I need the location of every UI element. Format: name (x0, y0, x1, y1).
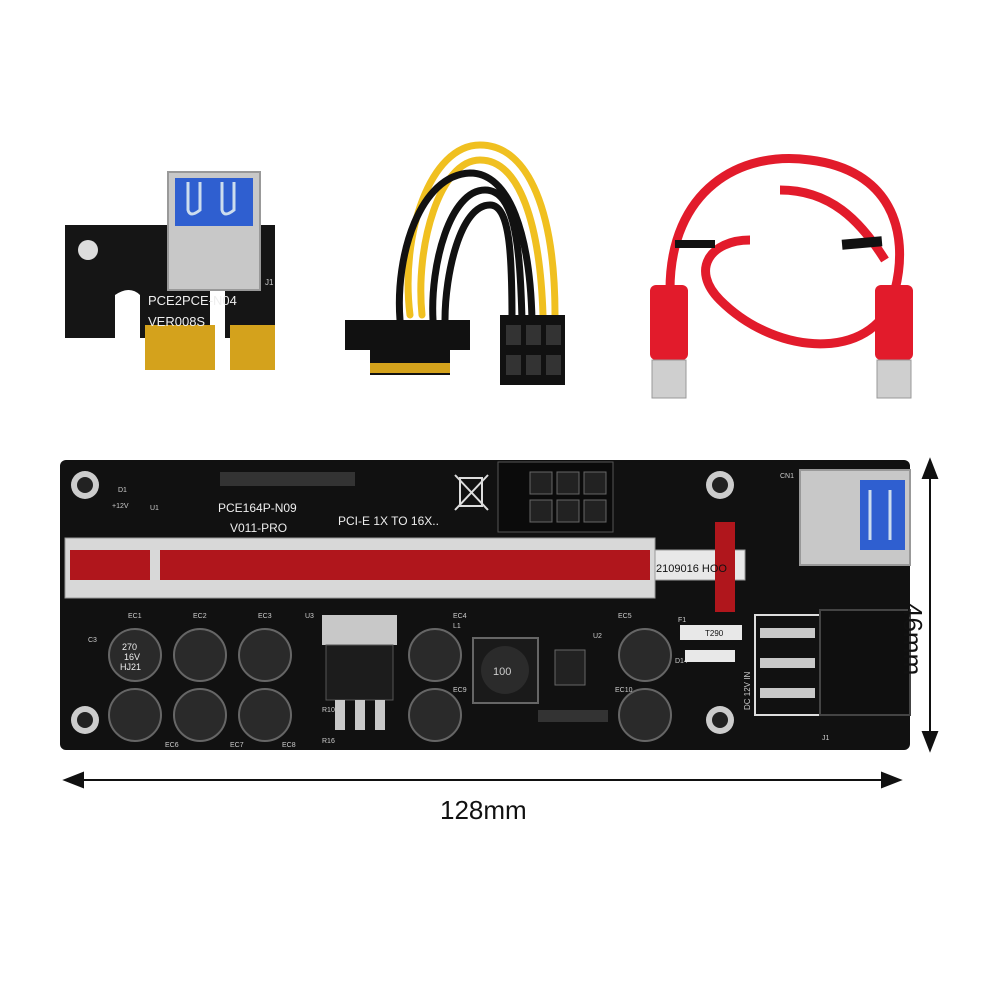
riser-main-board: PCE164P-N09 V011-PRO PCI-E 1X TO 16X.. D… (60, 460, 911, 750)
usb-adapter-board: PCE2PCE-N04 VER008S J1 (65, 171, 275, 370)
six-pin-connector (500, 315, 565, 385)
dimension-lines (62, 457, 939, 789)
power-input-label: DC 12V IN (743, 672, 752, 710)
cap-label-value: 270 (122, 642, 137, 652)
ref-r16: R16 (322, 738, 335, 745)
ref-j1: J1 (822, 735, 830, 742)
usb-cable-cord (665, 154, 905, 349)
ref-l1: L1 (453, 623, 461, 630)
adapter-model-text: PCE2PCE-N04 (148, 293, 237, 308)
power-inductor (472, 637, 539, 704)
voltage-regulator (322, 615, 397, 730)
six-pin-power-socket (497, 461, 614, 533)
ref-ec4: EC4 (453, 613, 467, 620)
inductor-label: 100 (493, 666, 511, 678)
serial-text: 2109016 HOO (656, 563, 727, 575)
cap-label-voltage: 16V (124, 652, 140, 662)
width-label: 128mm (440, 795, 527, 825)
pin-header-top (220, 472, 355, 486)
main-description-text: PCI-E 1X TO 16X.. (338, 514, 439, 528)
ref-u3: U3 (305, 613, 314, 620)
ref-ec1: EC1 (128, 613, 142, 620)
cable-wires (395, 141, 559, 324)
pcie-latch (654, 522, 746, 612)
ref-ec5: EC5 (618, 613, 632, 620)
capacitor-array (108, 628, 672, 742)
ref-ec9: EC9 (453, 687, 467, 694)
sata-connector (345, 320, 470, 375)
usb-plug-left (650, 285, 688, 399)
usb-cable (650, 154, 913, 399)
width-arrow-right-icon (881, 771, 903, 789)
ref-f1: F1 (678, 617, 686, 624)
cap-label-code: HJ21 (120, 662, 141, 672)
power-input-connector (754, 609, 911, 716)
pcie-x16-slot (64, 537, 656, 599)
ref-ec10: EC10 (615, 687, 633, 694)
sata-power-cable (345, 141, 565, 385)
adapter-version-text: VER008S (148, 314, 205, 329)
usb-cable-tie-2 (675, 240, 715, 248)
ref-ec7: EC7 (230, 742, 244, 749)
adapter-ref-j1: J1 (265, 278, 274, 287)
adapter-usb-port (167, 171, 261, 291)
ref-ec3: EC3 (258, 613, 272, 620)
height-label: 46mm (898, 603, 928, 676)
diode (685, 650, 735, 662)
height-arrow-down-icon (921, 731, 939, 753)
fuse-label: T290 (705, 629, 724, 638)
adapter-gold-fingers (145, 325, 275, 370)
ref-d14: D14 (675, 658, 688, 665)
height-arrow-up-icon (921, 457, 939, 479)
ref-r10: R10 (322, 707, 335, 714)
ref-ec8: EC8 (282, 742, 296, 749)
main-model-text: PCE164P-N09 (218, 501, 297, 515)
ref-u1: U1 (150, 505, 159, 512)
voltage-label: +12V (112, 503, 129, 510)
adapter-mount-hole (78, 240, 98, 260)
ref-ec2: EC2 (193, 613, 207, 620)
weee-bin-icon (454, 474, 489, 511)
resistor-array (538, 710, 608, 722)
main-usb-port (799, 469, 911, 566)
ref-ec6: EC6 (165, 742, 179, 749)
ref-d1: D1 (118, 487, 127, 494)
controller-chip (554, 649, 586, 686)
width-arrow-left-icon (62, 771, 84, 789)
capacitor-labels: 270 16V HJ21 (120, 642, 141, 672)
usb-cable-tie (841, 236, 883, 250)
usb-plug-right (875, 285, 913, 399)
fuse (680, 625, 742, 640)
main-version-text: V011-PRO (230, 521, 287, 535)
ref-cn1: CN1 (780, 473, 794, 480)
ref-c3: C3 (88, 637, 97, 644)
ref-u2: U2 (593, 633, 602, 640)
